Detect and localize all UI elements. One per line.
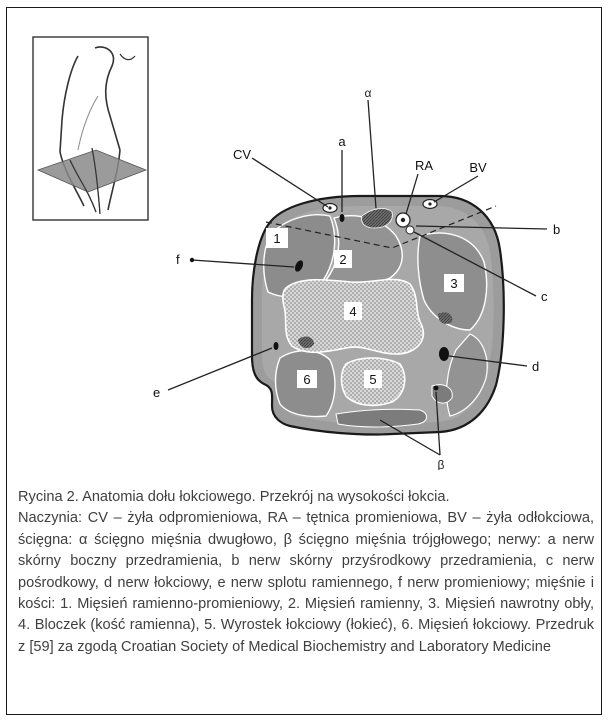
anatomy-diagram: 1 2 3 4 5 6	[0, 0, 609, 470]
label-muscle-2: 2	[339, 252, 346, 267]
label-muscle-6: 6	[303, 372, 310, 387]
label-bv: BV	[469, 160, 487, 175]
label-cv: CV	[233, 147, 251, 162]
figure-caption: Rycina 2. Anatomia dołu łokciowego. Prze…	[18, 487, 594, 658]
nerve-e	[274, 342, 279, 350]
nerve-a	[340, 214, 345, 222]
anatomy-figure: 1 2 3 4 5 6	[0, 0, 609, 470]
leader-ends	[190, 258, 194, 262]
label-ra: RA	[415, 158, 433, 173]
label-muscle-1: 1	[273, 231, 280, 246]
caption-title: Rycina 2. Anatomia dołu łokciowego. Prze…	[18, 487, 594, 508]
caption-body: Naczynia: CV – żyła odpromieniowa, RA – …	[18, 508, 594, 658]
arm-inset	[33, 37, 148, 220]
label-e: e	[153, 385, 160, 400]
label-alpha: α	[365, 86, 372, 100]
label-muscle-3: 3	[450, 276, 457, 291]
label-a: a	[338, 134, 346, 149]
nerve-d	[439, 347, 449, 361]
cross-section: 1 2 3 4 5 6	[252, 196, 504, 435]
label-bone-5: 5	[369, 372, 376, 387]
label-d: d	[532, 359, 539, 374]
label-c: c	[541, 289, 548, 304]
label-f: f	[176, 252, 180, 267]
label-beta: β	[438, 458, 445, 470]
label-b: b	[553, 222, 560, 237]
label-bone-4: 4	[349, 304, 356, 319]
